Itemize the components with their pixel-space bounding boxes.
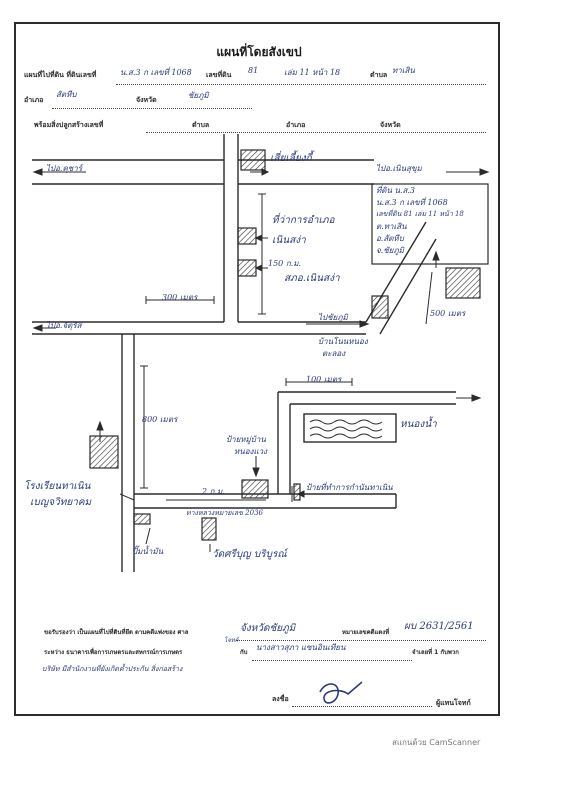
label-to-left-top: ไปอ.คุชาร์ [46,164,83,173]
label-village-sign-2: หนองแวง [234,447,268,456]
sketch-map [32,134,490,572]
label-temple: วัดศรีบุญ บริบูรณ์ [212,549,287,560]
label-tambon-2: ตำบล [192,121,210,129]
label-pond: หนองน้ำ [400,419,437,430]
label-amphoe: อำเภอ [24,96,44,104]
site-line-3: เลขที่ดิน 81 เล่ม 11 หน้า 18 [376,210,464,218]
label-bai-yok: เสี่ยเลี้ยงกี้ [270,153,312,164]
label-gas: ปั๊มน้ำมัน [132,547,164,556]
site-line-5: อ.สัตหีบ [376,234,404,243]
value-amphoe: สัตหีบ [56,90,77,99]
value-deed: น.ส.3 ก เลขที่ 1068 [120,68,192,77]
label-tambon-office: ป้ายที่ทำการกำนันทาเนิน [306,483,393,492]
value-case: ผบ 2631/2561 [404,621,474,632]
label-with-building: พร้อมสิ่งปลูกสร้างเลขที่ [34,121,104,129]
signature-mark [319,681,363,704]
label-school-2: เบญจวิทยาคม [30,497,92,508]
value-book: เล่ม 11 หน้า 18 [284,68,341,77]
label-province-2: จังหวัด [380,121,401,129]
label-to-left-mid: ไปอ.จัตุรัส [46,321,82,330]
value-province: ชัยภูมิ [188,91,209,100]
label-school: โรงเรียนทาเนิน [24,481,91,492]
document-frame: แผนที่โดยสังเขป แผนที่ไปที่ดิน ที่ดินเลข… [14,22,500,716]
label-market-2: เนินสง่า [272,235,306,246]
label-100m: 100 เมตร [306,375,342,384]
label-amphoe-2: อำเภอ [286,121,306,129]
label-to-right-top: ไปอ.เนินสุขุม [376,164,422,173]
site-line-4: ต.ทาเสิน [376,222,407,231]
site-line-6: จ.ชัยภูมิ [376,246,404,255]
value-defendant: นางสาวสุภา แซนอินเทียน [256,643,346,652]
label-market: ที่ว่าการอำเภอ [272,215,335,226]
label-village: บ้านโนนหนอง [318,337,368,346]
label-note: บริษัท มีสำนักงานที่ยังเกิดค้ำประกัน สิ่… [42,665,183,673]
label-to-chaiyaphum: ไปชัยภูมิ [318,313,348,322]
label-defendant: จำเลยที่ 1 กับพวก [412,649,459,656]
label-with: กับ [240,649,248,656]
label-between: ระหว่าง ธนาคารเพื่อการเกษตรและสหกรณ์การเ… [44,649,183,656]
label-police: สภอ.เนินสง่า [284,273,340,284]
label-highway: ทางหลวงหมายเลข 2036 [186,509,263,517]
value-tambon: ทาเสิน [392,66,415,75]
label-300m: 300 เมตร [162,293,198,302]
label-role: ผู้แทนโจทก์ [436,699,471,707]
label-800m: 800 เมตร [142,415,178,424]
scanner-watermark: สแกนด้วย CamScanner [392,738,481,747]
page-title: แผนที่โดยสังเขป [216,45,302,59]
label-village-2: ตะลอง [322,349,346,358]
site-line-1: ที่ดิน น.ส.3 [376,186,416,195]
label-map-of: แผนที่ไปที่ดิน ที่ดินเลขที่ [24,71,97,79]
value-court: จังหวัดชัยภูมิ [240,623,296,634]
label-2km: 2 ก.ม. [202,487,225,496]
label-distance-150: 150 ก.ม. [268,259,302,268]
label-tambon: ตำบล [370,71,388,79]
label-village-sign: ป้ายหมู่บ้าน [226,435,266,444]
label-certify: ขอรับรองว่า เป็นแผนที่ไปที่ดินที่ยึด ตาม… [44,629,189,636]
label-plaintiff: โจทก์ [224,637,239,644]
label-land-no: เลขที่ดิน [206,71,232,79]
label-province: จังหวัด [136,96,157,104]
label-case: หมายเลขคดีแดงที่ [342,629,390,636]
label-sign: ลงชื่อ [272,695,289,703]
value-land-no: 81 [248,66,259,75]
label-500m: 500 เมตร [430,309,466,318]
site-line-2: น.ส.3 ก เลขที่ 1068 [376,198,448,207]
